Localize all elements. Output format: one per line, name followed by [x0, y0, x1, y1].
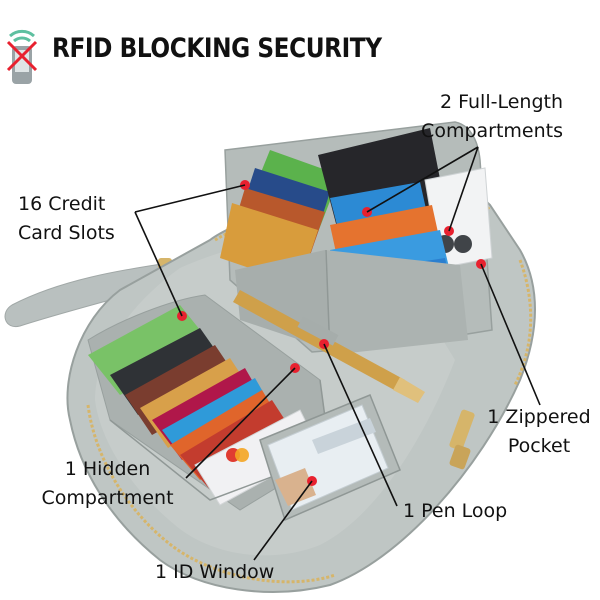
callout-full-length-line1: 2 Full-Length: [439, 91, 563, 113]
callout-credit-slots: 16 Credit Card Slots: [18, 192, 115, 245]
callout-lines: [134, 146, 541, 561]
callout-full-length: 2 Full-Length Compartments: [395, 90, 563, 143]
callout-zippered-pocket-line2: Pocket: [507, 435, 571, 457]
callout-full-length-line2: Compartments: [421, 120, 563, 142]
callout-id-window: 1 ID Window: [155, 561, 275, 583]
callout-hidden-line1: 1 Hidden: [64, 458, 151, 480]
callout-pen-loop: 1 Pen Loop: [403, 500, 508, 522]
upper-card-panel: [220, 121, 493, 356]
callout-hidden-line2: Compartment: [41, 487, 174, 509]
rfid-phone-icon: [6, 29, 38, 84]
pen: [233, 290, 425, 403]
page-title: RFID BLOCKING SECURITY: [52, 33, 382, 64]
callout-credit-slots-line2: Card Slots: [18, 222, 115, 244]
callout-credit-slots-line1: 16 Credit: [18, 193, 106, 215]
callout-zippered-pocket: 1 Zippered Pocket: [478, 405, 600, 458]
callout-hidden-compartment: 1 Hidden Compartment: [20, 457, 195, 510]
callout-zippered-pocket-line1: 1 Zippered: [487, 406, 591, 428]
id-window: [259, 394, 401, 522]
